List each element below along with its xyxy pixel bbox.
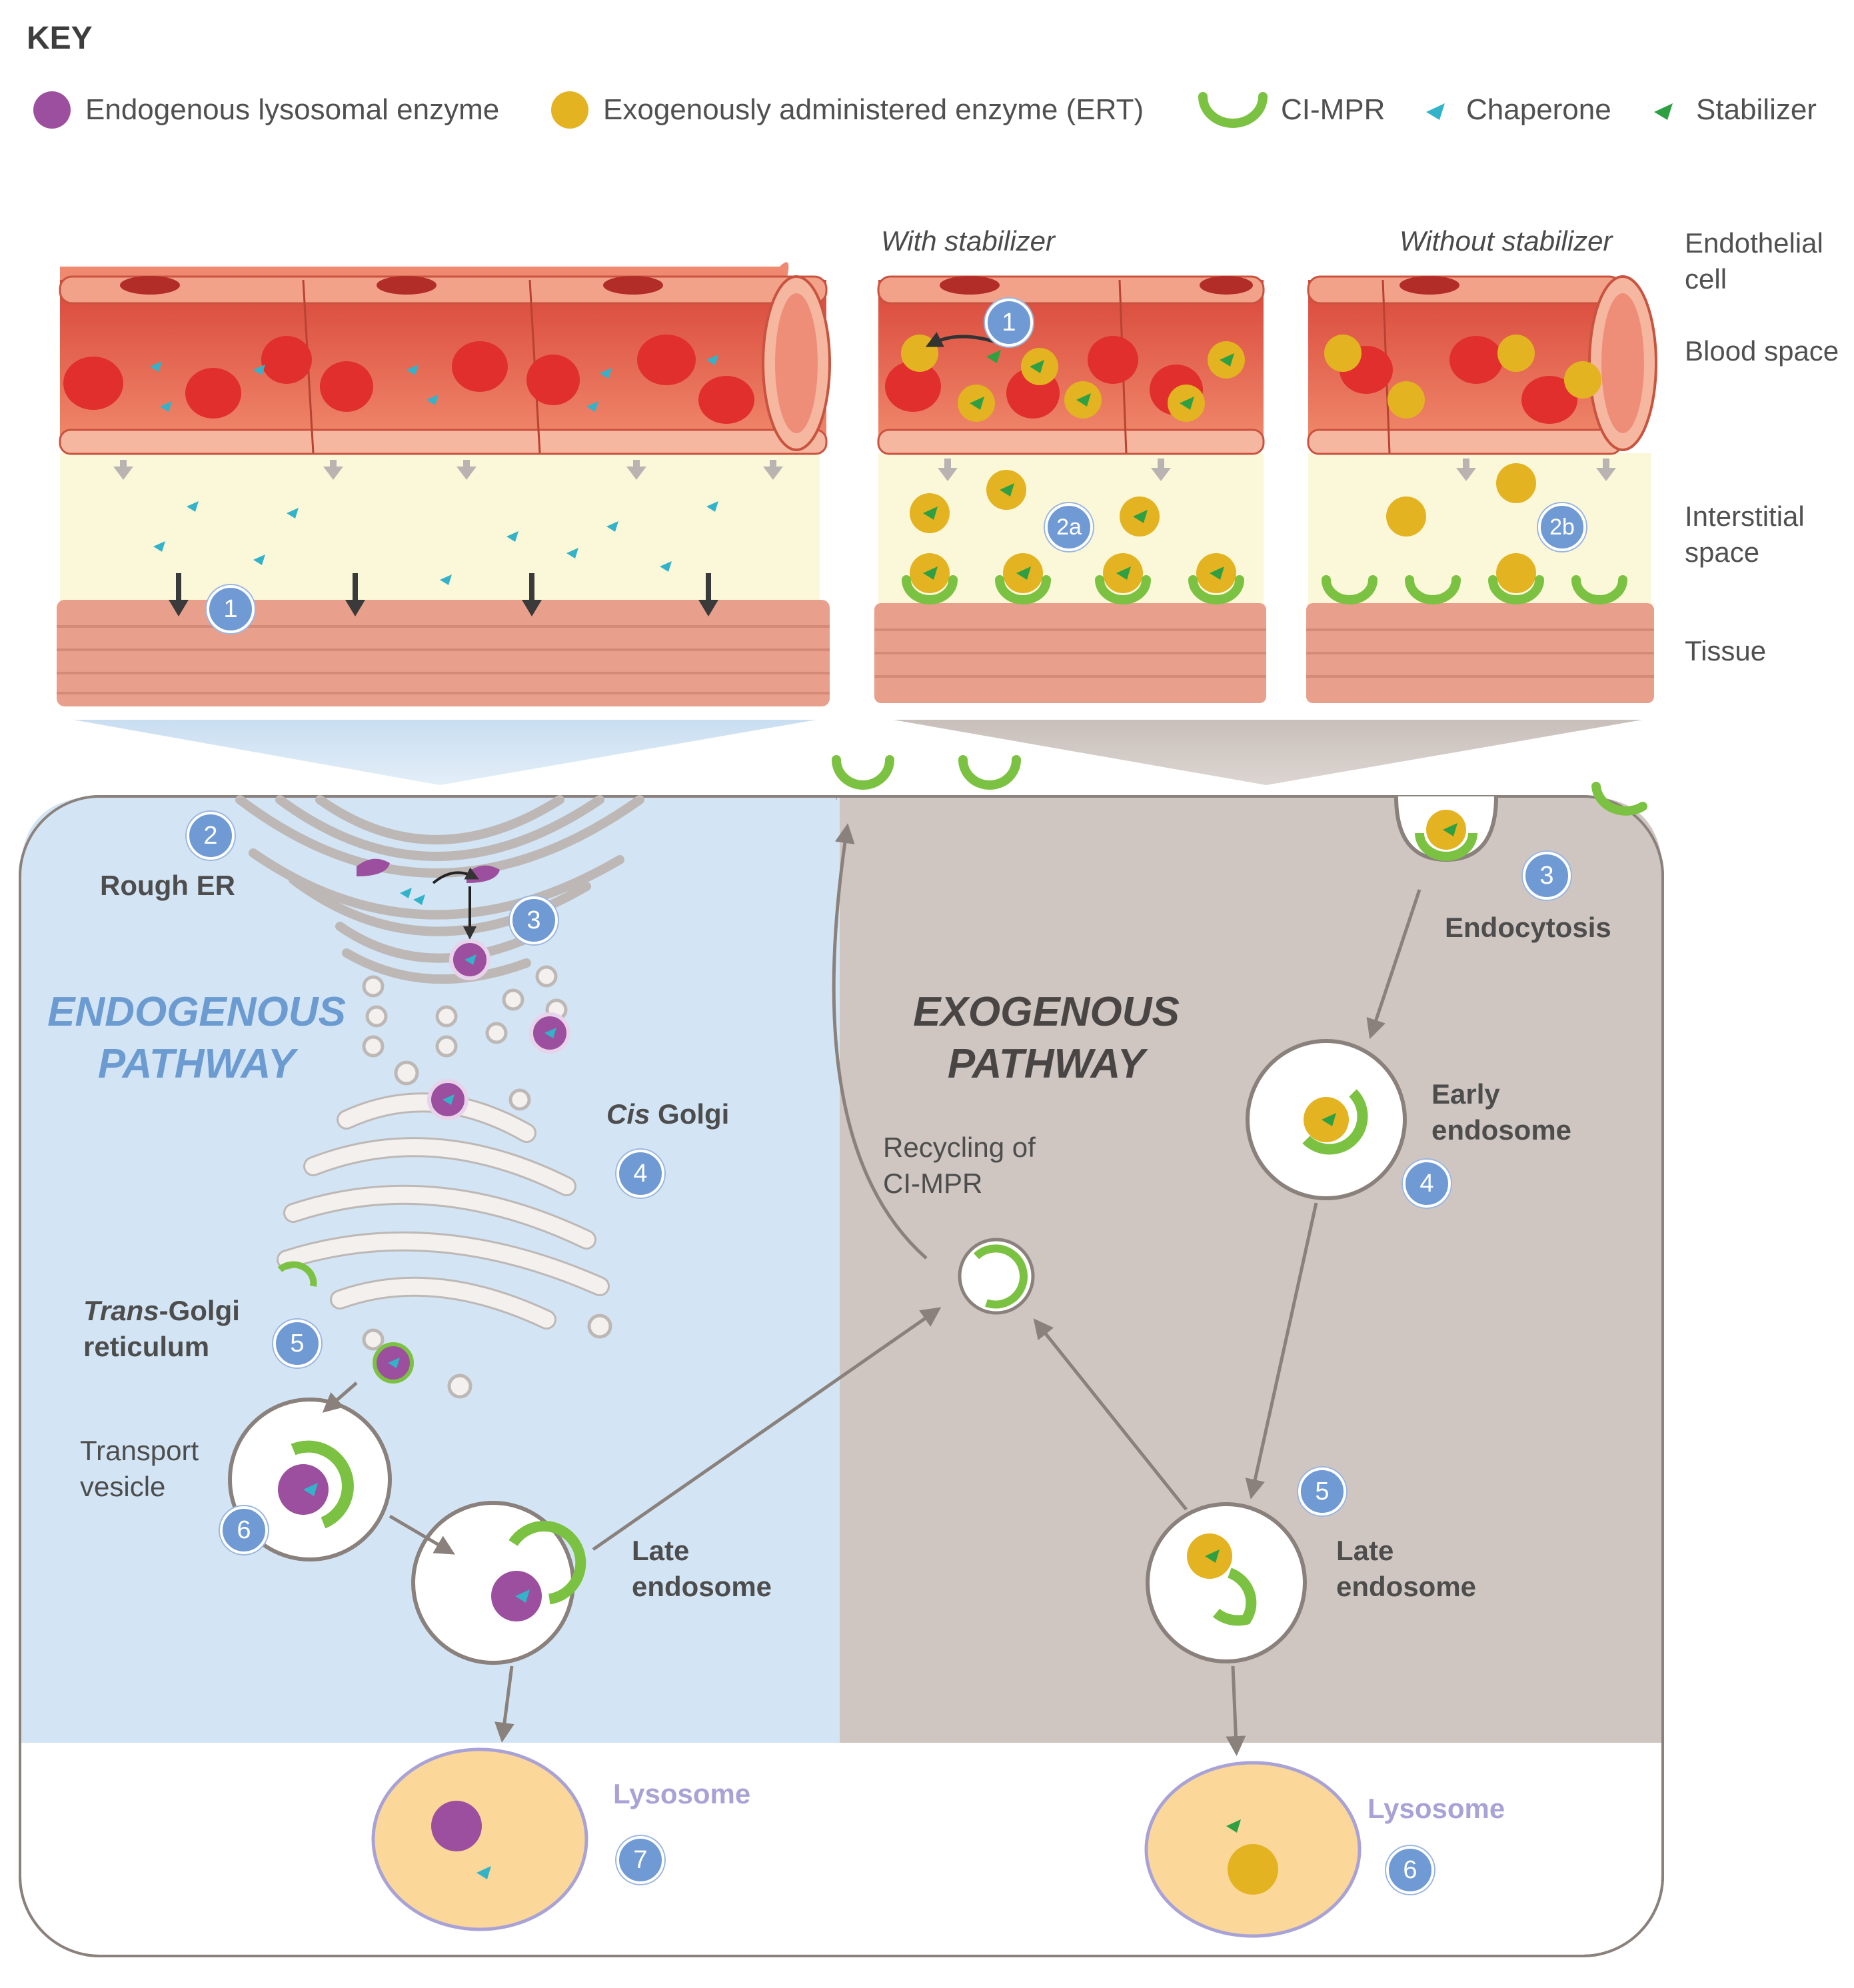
yellow-circle-icon: [551, 91, 588, 129]
label-cis-golgi: Cis Golgi: [606, 1096, 729, 1132]
left-connector-triangle: [73, 720, 816, 785]
step-badge-2b: 2b: [1538, 503, 1586, 551]
step-badge-exo-3: 3: [1523, 852, 1571, 900]
pathway-arrows: [322, 823, 1421, 1756]
label-interstitial-space: Interstitial space: [1685, 500, 1805, 568]
trans-italic: Trans: [83, 1295, 159, 1326]
exogenous-title-line2: PATHWAY: [947, 1041, 1146, 1087]
exogenous-title-line1: EXOGENOUS: [913, 989, 1180, 1035]
endo-lysosome: [371, 1747, 588, 1931]
without-stabilizer-panel: [1306, 275, 1657, 703]
endogenous-title-line2: PATHWAY: [97, 1041, 296, 1087]
trans-rest: -Golgi: [159, 1295, 240, 1326]
key-legend: [33, 91, 1673, 129]
exogenous-pathway-title: EXOGENOUS PATHWAY: [893, 986, 1200, 1090]
label-recycling: Recycling of CI-MPR: [883, 1130, 1036, 1202]
endo-late-line2: endosome: [632, 1571, 772, 1602]
label-endo-lysosome: Lysosome: [613, 1778, 751, 1809]
recycling-line1: Recycling of: [883, 1132, 1036, 1163]
golgi-apparatus: [277, 1092, 610, 1330]
transport-line1: Transport: [80, 1435, 199, 1466]
step-badge-endo-4: 4: [616, 1150, 664, 1198]
step-badge-stabilizer-1: 1: [985, 299, 1033, 347]
endogenous-title-line1: ENDOGENOUS: [47, 989, 346, 1035]
label-blood-space: Blood space: [1685, 335, 1839, 367]
exo-late-endosome: [1146, 1502, 1307, 1663]
key-label-endogenous: Endogenous lysosomal enzyme: [85, 93, 500, 126]
key-label-stabilizer: Stabilizer: [1696, 93, 1817, 126]
rough-er: [235, 795, 644, 984]
step-badge-endo-7: 7: [616, 1836, 664, 1884]
label-tissue: Tissue: [1685, 635, 1767, 666]
key-label-chaperone: Chaperone: [1466, 93, 1611, 126]
label-rough-er: Rough ER: [100, 870, 235, 901]
step-badge-endo-3: 3: [510, 896, 558, 944]
step-badge-endo-5: 5: [273, 1320, 321, 1368]
label-early-endosome: Early endosome: [1431, 1076, 1571, 1148]
endo-late-line1: Late: [632, 1535, 690, 1566]
early-line1: Early: [1431, 1078, 1500, 1110]
recycling-line2: CI-MPR: [883, 1168, 983, 1199]
trans-line2: reticulum: [83, 1331, 210, 1362]
stabilizer-wedge-icon: [1654, 103, 1673, 120]
step-badge-endo-2: 2: [187, 812, 235, 860]
cis-rest: Golgi: [650, 1098, 730, 1130]
label-endo-late-endosome: Late endosome: [632, 1533, 772, 1605]
endogenous-pathway-title: ENDOGENOUS PATHWAY: [40, 986, 353, 1090]
step-badge-exo-4: 4: [1403, 1160, 1451, 1208]
key-label-cimpr: CI-MPR: [1281, 93, 1386, 126]
step-badge-exo-6: 6: [1386, 1846, 1434, 1894]
exo-late-line1: Late: [1336, 1535, 1394, 1566]
with-stabilizer-panel: [874, 275, 1266, 703]
er-enzyme-1: [357, 858, 390, 876]
left-vessel-illustration: [57, 262, 831, 706]
transport-line2: vesicle: [80, 1471, 166, 1502]
early-line2: endosome: [1431, 1114, 1572, 1146]
purple-circle-icon: [33, 91, 71, 129]
step-badge-endo-6: 6: [220, 1506, 268, 1554]
without-stabilizer-caption: Without stabilizer: [1399, 225, 1613, 257]
key-label-ert: Exogenously administered enzyme (ERT): [603, 93, 1144, 126]
with-stabilizer-caption: With stabilizer: [881, 225, 1056, 257]
label-transport-vesicle: Transport vesicle: [80, 1433, 199, 1505]
receptor-arc-icon: [1198, 92, 1268, 128]
right-connector-triangle: [893, 720, 1643, 785]
label-endocytosis: Endocytosis: [1445, 912, 1611, 943]
cis-italic: Cis: [606, 1098, 650, 1130]
label-exo-lysosome: Lysosome: [1368, 1793, 1505, 1824]
label-trans-golgi: Trans-Golgi reticulum: [83, 1293, 240, 1365]
exo-late-line2: endosome: [1336, 1571, 1477, 1602]
step-badge-2a: 2a: [1045, 503, 1093, 551]
chaperone-wedge-icon: [1426, 103, 1445, 120]
label-endothelial-cell: Endothelial cell: [1685, 227, 1823, 295]
key-title: KEY: [27, 21, 93, 56]
step-badge-exo-5: 5: [1298, 1468, 1346, 1515]
step-badge-tissue-1: 1: [207, 585, 255, 633]
label-exo-late-endosome: Late endosome: [1336, 1533, 1476, 1605]
